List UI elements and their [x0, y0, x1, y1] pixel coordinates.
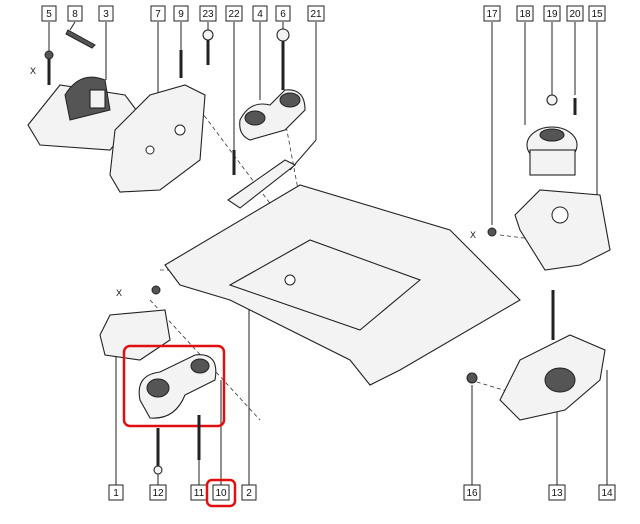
highlight-box-part-10	[122, 344, 226, 428]
svg-text:6: 6	[280, 9, 286, 20]
link-21	[227, 159, 297, 209]
nut-19	[546, 94, 558, 106]
bracket-15	[514, 189, 611, 271]
bolt-16	[466, 372, 478, 384]
svg-text:4: 4	[257, 9, 263, 20]
svg-text:11: 11	[194, 488, 205, 499]
label-19[interactable]: 19	[543, 5, 561, 22]
torque-rod-4	[239, 89, 306, 141]
svg-text:23: 23	[202, 9, 214, 20]
label-5[interactable]: 5	[41, 5, 57, 22]
label-10[interactable]: 10	[212, 484, 230, 501]
label-13[interactable]: 13	[548, 484, 566, 501]
bracket-7	[109, 84, 206, 193]
svg-text:12: 12	[152, 488, 164, 499]
svg-text:10: 10	[215, 488, 227, 499]
axis-marker: X	[30, 66, 36, 76]
label-9[interactable]: 9	[173, 5, 189, 22]
highlight-box-label-10	[205, 478, 237, 508]
bolt-6	[276, 28, 290, 90]
label-6[interactable]: 6	[275, 5, 291, 22]
label-8[interactable]: 8	[67, 5, 83, 22]
label-1[interactable]: 1	[108, 484, 124, 501]
engine-mount-18	[526, 126, 578, 176]
svg-text:19: 19	[546, 9, 558, 20]
label-4[interactable]: 4	[252, 5, 268, 22]
svg-text:2: 2	[246, 488, 252, 499]
axis-marker-right: X	[470, 230, 476, 240]
bracket-1	[99, 309, 171, 361]
mount-13	[499, 334, 606, 421]
torque-rod-10	[138, 354, 217, 419]
svg-text:8: 8	[72, 9, 78, 20]
label-22[interactable]: 22	[225, 5, 243, 22]
svg-text:5: 5	[46, 9, 52, 20]
label-16[interactable]: 16	[463, 484, 481, 501]
svg-text:9: 9	[178, 9, 184, 20]
svg-text:14: 14	[601, 488, 613, 499]
svg-text:20: 20	[569, 9, 581, 20]
svg-text:15: 15	[591, 9, 603, 20]
bolt-8	[65, 29, 96, 49]
label-17[interactable]: 17	[483, 5, 501, 22]
bolt-2	[151, 285, 161, 295]
bolt-5	[44, 50, 54, 85]
svg-text:13: 13	[551, 488, 563, 499]
label-7[interactable]: 7	[150, 5, 166, 22]
label-23[interactable]: 23	[199, 5, 217, 22]
svg-text:21: 21	[310, 9, 322, 20]
label-15[interactable]: 15	[588, 5, 606, 22]
svg-text:22: 22	[228, 9, 240, 20]
subframe	[164, 184, 521, 386]
label-18[interactable]: 18	[516, 5, 534, 22]
label-14[interactable]: 14	[598, 484, 616, 501]
label-12[interactable]: 12	[149, 484, 167, 501]
label-3[interactable]: 3	[98, 5, 114, 22]
svg-text:18: 18	[519, 9, 531, 20]
svg-text:1: 1	[113, 488, 119, 499]
label-21[interactable]: 21	[307, 5, 325, 22]
svg-text:16: 16	[466, 488, 478, 499]
svg-text:7: 7	[155, 9, 161, 20]
engine-mount-bracket-3	[27, 76, 141, 151]
svg-text:17: 17	[486, 9, 498, 20]
label-20[interactable]: 20	[566, 5, 584, 22]
label-11[interactable]: 11	[190, 484, 208, 501]
bolt-23	[202, 29, 214, 65]
bolt-17	[487, 227, 497, 237]
label-2[interactable]: 2	[241, 484, 257, 501]
axis-marker-left: X	[116, 288, 122, 298]
bolt-12	[153, 428, 163, 475]
svg-text:3: 3	[103, 9, 109, 20]
